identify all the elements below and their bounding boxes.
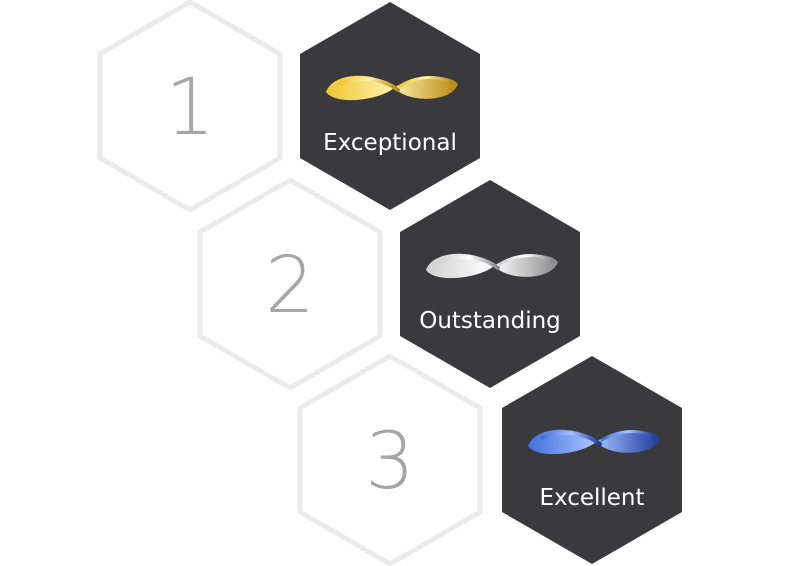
infinity-ribbon-icon [426, 253, 558, 279]
tier-badge-hexagon [400, 180, 580, 388]
infinity-ribbon-icon [326, 75, 458, 101]
rank-number: 2 [265, 241, 315, 331]
rank-number: 1 [165, 63, 215, 153]
tier-row-2: 2 Outstanding [197, 177, 580, 391]
tier-row-1: 1 Exceptional [97, 0, 480, 213]
infinity-ribbon-icon [528, 429, 660, 455]
rank-outline-hexagon [197, 177, 383, 391]
rank-outline-hexagon [97, 0, 283, 213]
tier-label: Exceptional [323, 130, 457, 156]
tier-badge-hexagon [502, 356, 682, 564]
tier-label: Excellent [539, 485, 644, 511]
rank-number: 3 [365, 417, 415, 507]
tier-row-3: 3 Excellent [297, 353, 682, 566]
tier-label: Outstanding [419, 308, 561, 334]
tier-badge-hexagon [300, 2, 480, 210]
rank-outline-hexagon [297, 353, 483, 566]
